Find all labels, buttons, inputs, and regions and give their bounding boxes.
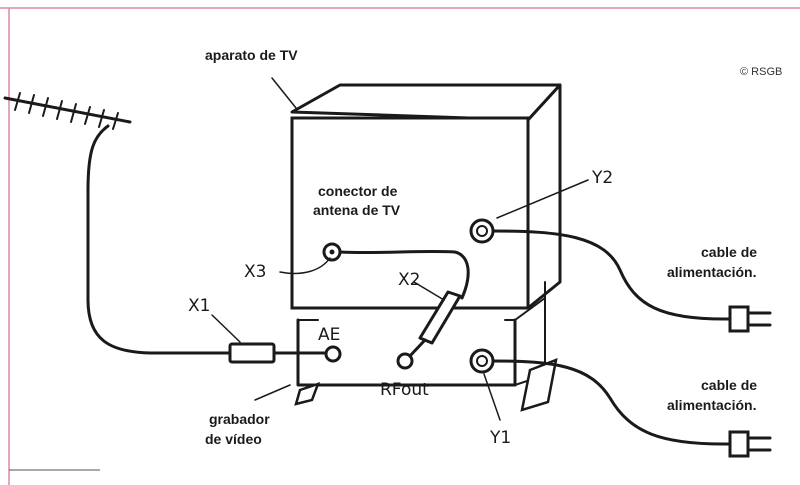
filter-choke-icon-x1 bbox=[228, 342, 276, 364]
vcr-box-icon bbox=[294, 281, 558, 412]
tv-to-x2-cable bbox=[338, 249, 470, 300]
vcr-label-line2: de vídeo bbox=[205, 431, 262, 447]
vcr-power-cable-label-line2: alimentación. bbox=[667, 397, 756, 413]
tv-power-cable bbox=[491, 229, 732, 321]
vcr-power-cable-label-line1: cable de bbox=[701, 377, 757, 393]
y2-tag: Y2 bbox=[591, 168, 613, 188]
x3-tag: X3 bbox=[244, 262, 266, 282]
tv-box-icon bbox=[290, 83, 562, 310]
frame-border bbox=[0, 7, 800, 485]
vcr-power-cable bbox=[491, 359, 732, 446]
x2-leader bbox=[413, 281, 445, 301]
power-socket-y2-inner bbox=[476, 225, 488, 237]
copyright-label: © RSGB bbox=[740, 66, 782, 78]
x1-tag: X1 bbox=[188, 296, 210, 316]
vcr-label-line1: grabador bbox=[209, 411, 270, 427]
x2-tag: X2 bbox=[398, 270, 420, 290]
tv-power-cable-label-line1: cable de bbox=[701, 244, 757, 260]
ae-tag: AE bbox=[318, 325, 340, 345]
yagi-antenna-icon bbox=[3, 92, 132, 130]
filter-choke-icon-x2 bbox=[418, 290, 462, 345]
tv-antenna-socket-pin bbox=[329, 249, 335, 255]
tv-antenna-connector-label-line2: antena de TV bbox=[313, 202, 401, 218]
y1-tag: Y1 bbox=[489, 428, 511, 448]
y1-leader bbox=[483, 373, 501, 421]
power-socket-y1-inner bbox=[476, 355, 488, 367]
tv-leader bbox=[271, 77, 297, 109]
power-plug-icon-tv bbox=[728, 305, 772, 333]
tv-label: aparato de TV bbox=[205, 47, 298, 63]
power-plug-icon-vcr bbox=[728, 430, 772, 458]
x3-leader bbox=[279, 257, 331, 275]
x1-leader bbox=[211, 314, 241, 343]
vcr-leader bbox=[254, 384, 291, 401]
coax-socket-icon-ae bbox=[324, 345, 342, 363]
y2-leader bbox=[496, 179, 589, 219]
tv-power-cable-label-line2: alimentación. bbox=[667, 264, 756, 280]
rfout-tag: RFout bbox=[380, 380, 429, 400]
antenna-cable bbox=[86, 124, 232, 355]
coax-socket-icon-rfout bbox=[396, 352, 414, 370]
tv-antenna-connector-label-line1: conector de bbox=[318, 183, 398, 199]
